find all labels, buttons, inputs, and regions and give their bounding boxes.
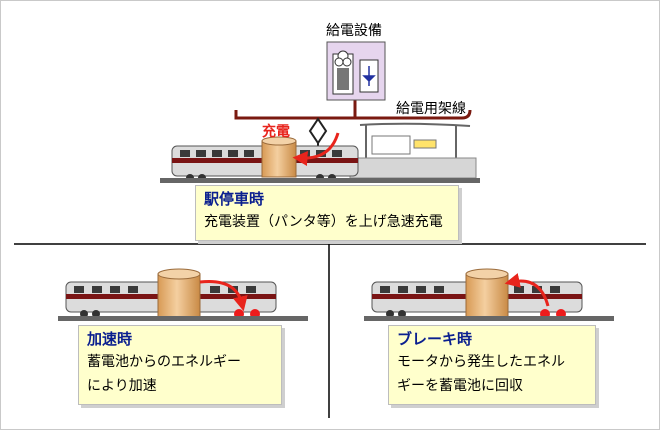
feeder-wire (234, 109, 472, 120)
power-facility-icon (326, 41, 386, 101)
braking-title: ブレーキ時 (397, 330, 473, 348)
acceleration-note: 加速時 蓄電池からのエネルギー により加速 (78, 325, 282, 405)
power-facility-label: 給電設備 (326, 23, 382, 39)
ground-top (160, 178, 480, 183)
braking-note: ブレーキ時 モータから発生したエネル ギーを蓄電池に回収 (388, 325, 596, 405)
ground-right (364, 316, 614, 321)
battery-icon-top (261, 136, 297, 178)
regeneration-arrow (504, 273, 550, 307)
station-platform (349, 122, 477, 179)
battery-icon-left (157, 268, 201, 319)
acceleration-text-line2: により加速 (87, 378, 157, 394)
braking-text-line1: モータから発生したエネル (397, 354, 565, 370)
braking-text-line2: ギーを蓄電池に回収 (397, 378, 523, 394)
ground-left (58, 316, 308, 321)
battery-icon-right (465, 268, 509, 319)
charging-arrow (292, 132, 340, 166)
station-stop-text: 充電装置（パンタ等）を上げ急速充電 (204, 214, 443, 230)
pantograph-icon (308, 117, 328, 145)
acceleration-title: 加速時 (87, 330, 133, 348)
feeder-line-label: 給電用架線 (396, 101, 466, 117)
discharge-arrow (199, 279, 248, 312)
charging-label: 充電 (262, 124, 290, 140)
acceleration-text-line1: 蓄電池からのエネルギー (87, 354, 241, 370)
station-stop-title: 駅停車時 (204, 190, 265, 208)
station-stop-note: 駅停車時 充電装置（パンタ等）を上げ急速充電 (195, 185, 459, 241)
